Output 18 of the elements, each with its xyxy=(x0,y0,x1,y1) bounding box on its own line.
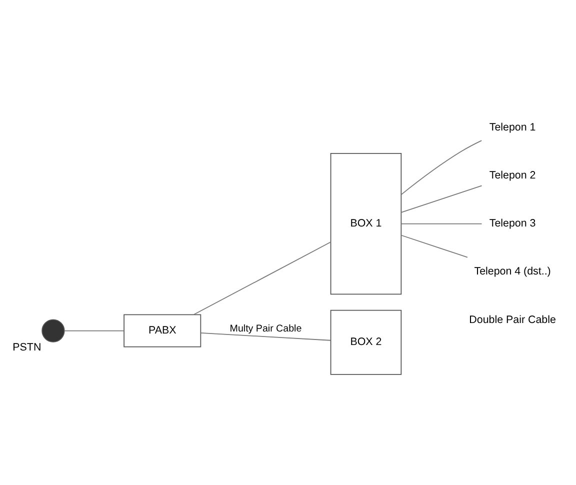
node-text: Telepon 4 (dst..) xyxy=(474,265,551,278)
connector xyxy=(64,330,124,331)
connector xyxy=(200,332,331,340)
label: Double Pair Cable xyxy=(469,313,556,326)
node-circle xyxy=(42,318,65,342)
connector xyxy=(400,222,482,224)
node-label: PSTN xyxy=(12,340,42,353)
node-text: Telepon 3 xyxy=(489,217,536,230)
node-text: Telepon 2 xyxy=(489,168,536,181)
node-text: Telepon 1 xyxy=(489,120,536,133)
connector xyxy=(400,234,468,258)
edge-label: Multy Pair Cable xyxy=(230,322,302,334)
node-box: PABX xyxy=(124,314,202,347)
node-box: BOX 1 xyxy=(330,152,402,294)
connector xyxy=(193,241,332,314)
connector xyxy=(400,140,482,195)
connector xyxy=(400,184,482,212)
node-box: BOX 2 xyxy=(330,309,402,374)
